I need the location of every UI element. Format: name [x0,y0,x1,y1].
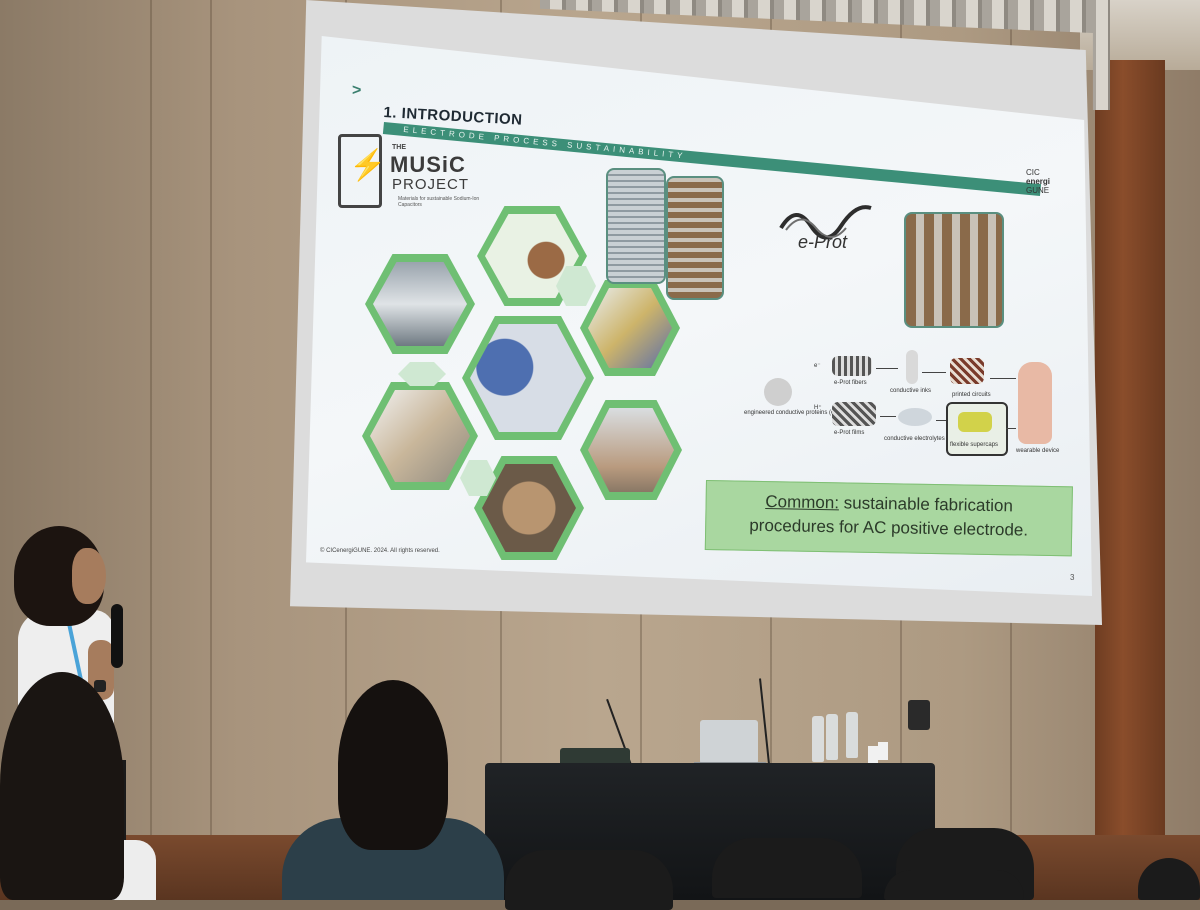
cic-logo-line: energi [1026,177,1051,186]
paper-cup [868,746,878,764]
hex-tools-image [580,280,680,376]
eprot-wave-icon [779,205,872,240]
slide-copyright: © CICenergiGUNE. 2024. All rights reserv… [320,548,440,554]
audience-chair [1138,858,1200,900]
diagram-label-wearable: wearable device [1016,448,1060,454]
wall-panel-seam [210,0,212,900]
common-lead: Common: [765,492,840,513]
audience-member-hair [338,680,448,850]
water-bottle [826,714,838,760]
slide-page-number: 3 [1070,573,1075,582]
electrode-schematic-right [666,176,724,300]
battery-bolt-icon: ⚡ [338,134,386,208]
diagram-label-h-plus: H⁺ [814,405,822,411]
electrode-schematic-left [606,168,666,284]
hex-spacer [460,460,496,496]
wearable-hand-image [1018,362,1052,444]
laptop [700,720,758,764]
diagram-label-electrolytes: conductive electrolytes [884,436,945,442]
diagram-arrow [876,368,898,369]
common-line-2: procedures for AC positive electrode. [749,515,1029,540]
common-line-1: sustainable fabrication [843,493,1014,516]
diagram-arrow [936,420,946,421]
logo-music: MUSiC [390,152,466,177]
wood-pillar [1095,60,1165,840]
logo-the: THE [392,144,406,151]
wall-switch [908,700,930,730]
eprot-fibers-image [832,356,872,376]
eprot-electrode-schematic [904,212,1004,328]
cic-logo-line: CIC [1026,168,1040,177]
common-highlight-box: Common: sustainable fabrication procedur… [704,480,1073,557]
presenter-face [72,548,106,604]
diagram-arrow [880,416,896,417]
water-bottle [846,712,858,758]
protein-sphere-image [764,378,792,406]
diagram-label-engineered: engineered conductive proteins (e-Prots) [744,410,853,416]
diagram-arrow [1006,428,1016,429]
hex-train-image [365,254,475,354]
supercap-image [958,412,992,432]
handheld-microphone [111,604,123,668]
audience-chair [712,838,862,898]
audience-member-hair [0,672,124,900]
logo-subtitle: Materials for sustainable Sodium-Ion Cap… [398,196,480,208]
diagram-label-inks: conductive inks [890,388,932,394]
hex-spacer [556,266,596,306]
diagram-label-fibers: e-Prot fibers [834,380,867,386]
diagram-label-e-minus: e⁻ [814,363,821,369]
cic-logo-line: GUNE [1026,186,1050,195]
diagram-arrow [922,372,946,373]
wristwatch [94,680,106,692]
audience-chair [505,850,673,910]
paper-cup [878,742,888,760]
electrolyte-dish-image [898,408,932,426]
cic-energigune-logo: CIC energi GUNE [1026,168,1050,195]
audience-chair [884,870,1024,900]
diagram-label-circuits: printed circuits [952,392,991,398]
printed-circuit-image [950,358,984,384]
flexible-supercap-box [946,402,1008,456]
diagram-arrow [990,378,1016,379]
wall-panel-seam [150,0,152,900]
ink-bottle-image [906,350,918,384]
diagram-label-supercaps: flexible supercaps [950,442,999,448]
diagram-label-films: e-Prot films [834,430,865,436]
slide-chevron: > [352,82,362,99]
hex-spacer [398,362,446,386]
water-bottle [812,716,824,762]
eprot-logo-text: e-Prot [798,232,848,252]
logo-project: PROJECT [392,176,470,193]
hex-cells-image [362,382,478,490]
eprot-films-image [832,402,876,426]
